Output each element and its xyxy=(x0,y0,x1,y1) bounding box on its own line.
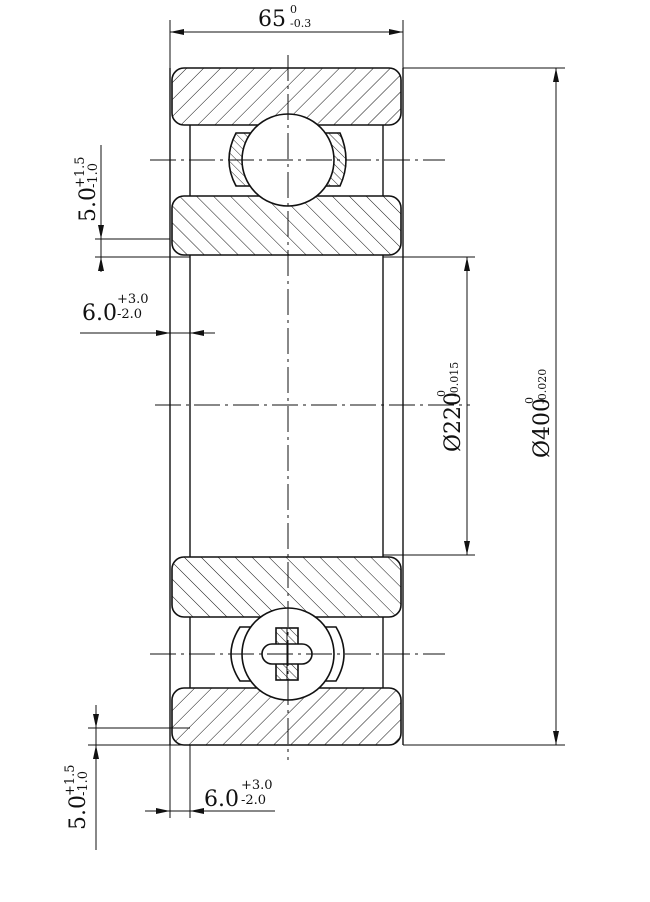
center-lines xyxy=(150,55,470,760)
dim-groove-offset-top-nominal: 6.0 xyxy=(82,301,117,326)
bearing-outline xyxy=(169,68,404,745)
dim-outer-diameter: Ø400 0 -0.020 xyxy=(523,369,555,458)
dim-inner-diameter: Ø220 0 -0.015 xyxy=(435,362,466,452)
dim-outer-diameter-nominal: Ø400 xyxy=(530,398,555,458)
dim-groove-offset-top-lower: -2.0 xyxy=(117,307,142,322)
dimension-lines xyxy=(80,29,559,850)
dim-groove-offset-bottom-upper: +3.0 xyxy=(241,778,273,793)
dim-groove-offset-bottom-nominal: 6.0 xyxy=(204,787,239,812)
dim-inner-diameter-upper: 0 xyxy=(435,390,448,397)
dim-width-lower: -0.3 xyxy=(290,17,311,30)
dim-left-offset-bottom-upper: +1.5 xyxy=(63,764,78,796)
dim-left-offset-top-upper: +1.5 xyxy=(73,156,88,188)
extension-lines xyxy=(88,20,565,818)
dim-left-offset-bottom-nominal: 5.0 xyxy=(66,795,91,830)
dim-left-offset-top-nominal: 5.0 xyxy=(76,187,101,222)
dim-width: 65 0 -0.3 xyxy=(258,3,311,32)
dim-left-offset-bottom: 5.0 +1.5 -1.0 xyxy=(63,764,91,830)
dim-inner-diameter-lower: -0.015 xyxy=(448,362,461,397)
dim-groove-offset-top: 6.0 +3.0 -2.0 xyxy=(82,292,149,326)
dim-left-offset-top: 5.0 +1.5 -1.0 xyxy=(73,156,101,222)
dim-outer-diameter-lower: -0.020 xyxy=(536,369,549,404)
dim-inner-diameter-nominal: Ø220 xyxy=(441,392,466,452)
dim-width-nominal: 65 xyxy=(258,7,286,32)
dim-left-offset-bottom-lower: -1.0 xyxy=(76,771,91,796)
dim-groove-offset-bottom: 6.0 +3.0 -2.0 xyxy=(204,778,273,812)
dim-left-offset-top-lower: -1.0 xyxy=(86,163,101,188)
dim-groove-offset-top-upper: +3.0 xyxy=(117,292,149,307)
dim-groove-offset-bottom-lower: -2.0 xyxy=(241,793,266,808)
dim-width-upper: 0 xyxy=(290,3,297,16)
dim-outer-diameter-upper: 0 xyxy=(523,397,536,404)
